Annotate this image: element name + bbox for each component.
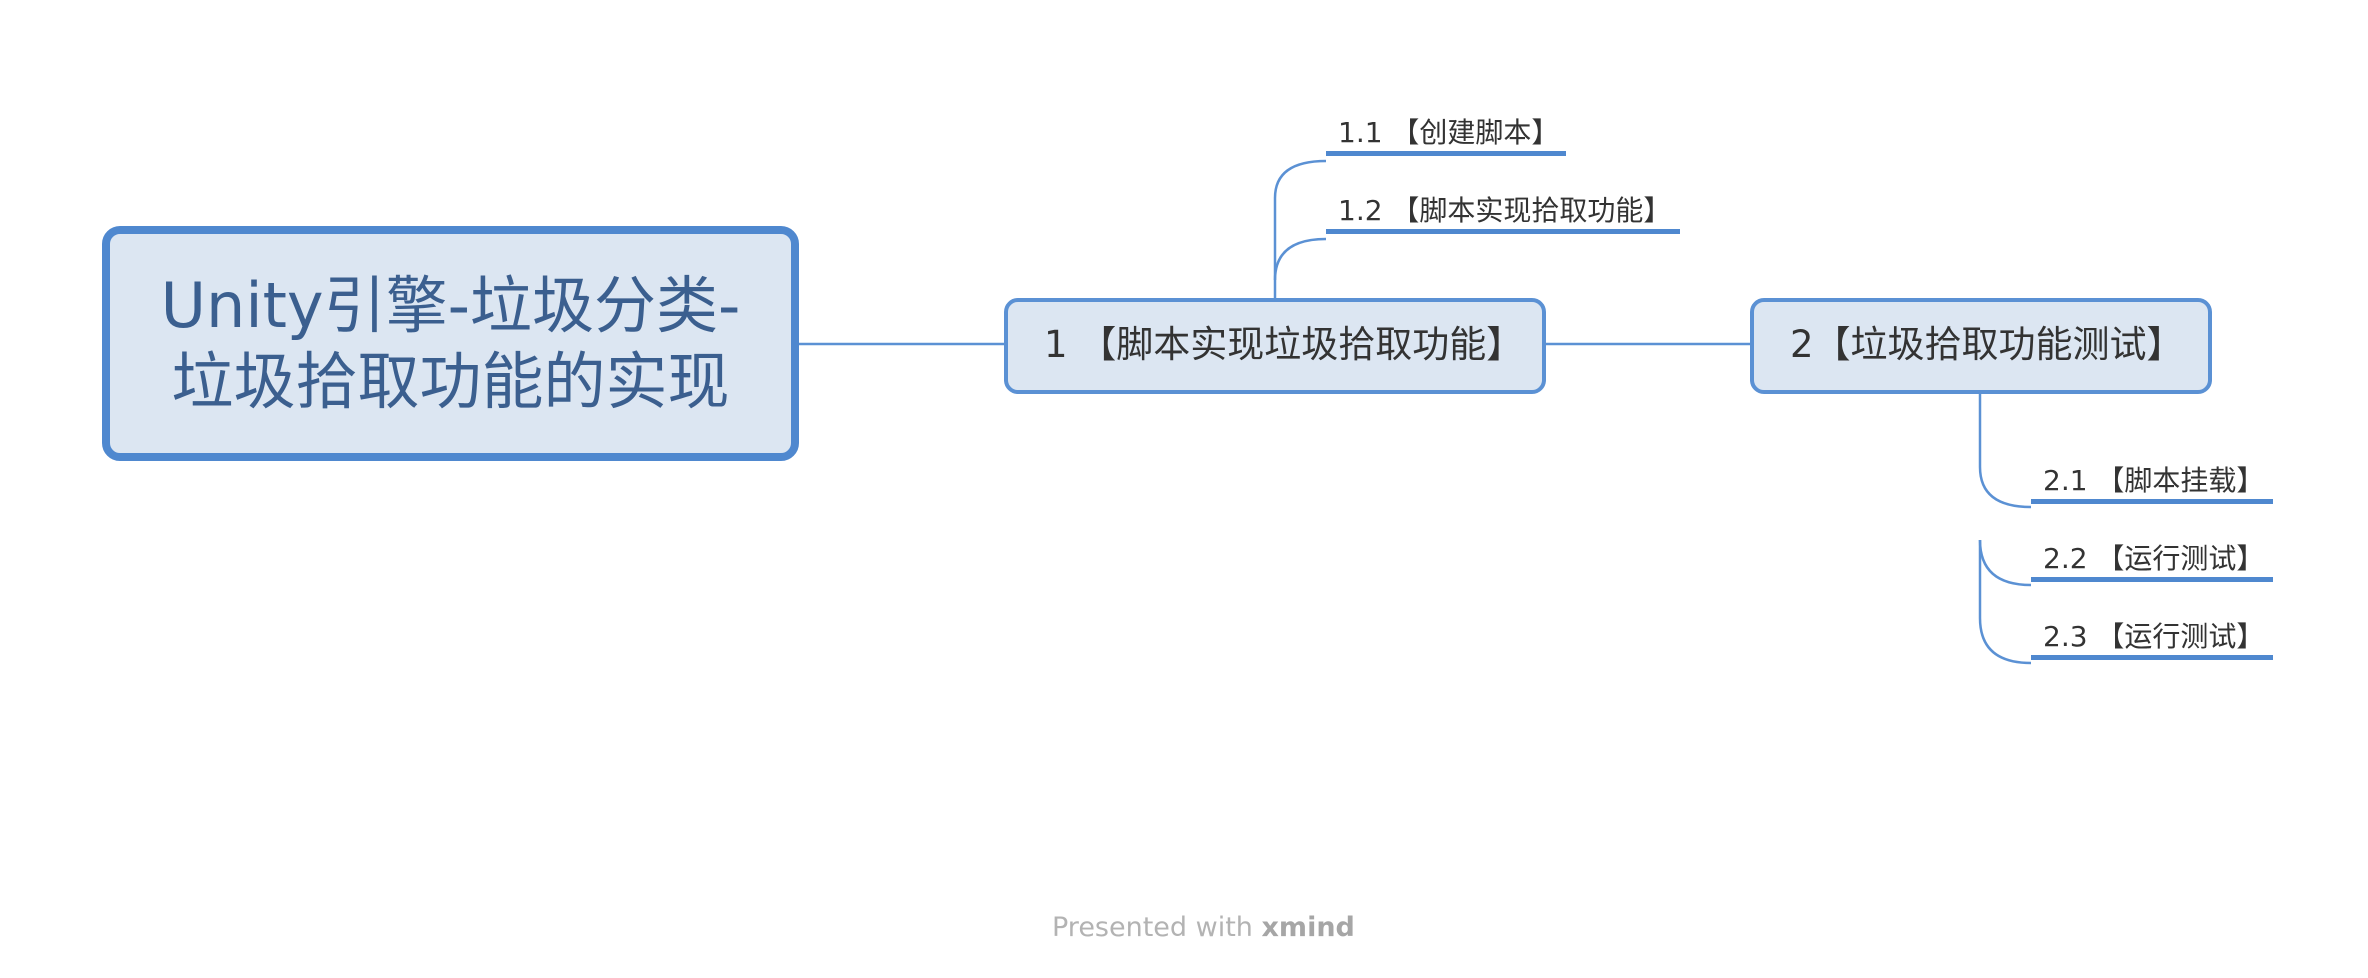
xmind-logo: xmind [1261, 912, 1355, 943]
connector-topic-2-to-sub-2-2 [1978, 539, 2032, 587]
connector-topic-2-to-sub-2-1 [1978, 394, 2032, 509]
main-topic-1-label: 1 【脚本实现垃圾拾取功能】 [1044, 323, 1524, 366]
subtopic-1-2[interactable]: 1.2 【脚本实现拾取功能】 [1326, 192, 1680, 234]
subtopic-1-1-underline [1326, 151, 1566, 156]
main-topic-2[interactable]: 2【垃圾拾取功能测试】 [1750, 298, 2212, 394]
connector-topic-2-to-sub-2-3 [1978, 540, 2032, 665]
subtopic-2-2-label: 2.2 【运行测试】 [2043, 542, 2265, 575]
connector-topic-1-to-sub-1-1 [1273, 159, 1327, 298]
subtopic-2-1[interactable]: 2.1 【脚本挂载】 [2031, 462, 2273, 504]
subtopic-2-3-label: 2.3 【运行测试】 [2043, 620, 2265, 653]
subtopic-2-2-underline [2031, 577, 2273, 582]
subtopic-1-2-label: 1.2 【脚本实现拾取功能】 [1338, 194, 1672, 227]
main-topic-2-label: 2【垃圾拾取功能测试】 [1790, 323, 2184, 366]
connector-topic-1-to-sub-1-2 [1273, 237, 1327, 281]
subtopic-1-2-underline [1326, 229, 1680, 234]
subtopic-1-1-label: 1.1 【创建脚本】 [1338, 116, 1560, 149]
footer-credit: Presented with xmind [1052, 912, 1355, 943]
subtopic-2-2[interactable]: 2.2 【运行测试】 [2031, 540, 2273, 582]
subtopic-1-1[interactable]: 1.1 【创建脚本】 [1326, 114, 1566, 156]
footer-prefix: Presented with [1052, 912, 1253, 943]
central-topic[interactable]: Unity引擎-垃圾分类-垃圾拾取功能的实现 [102, 226, 799, 461]
central-topic-label: Unity引擎-垃圾分类-垃圾拾取功能的实现 [160, 268, 741, 418]
main-topic-1[interactable]: 1 【脚本实现垃圾拾取功能】 [1004, 298, 1546, 394]
subtopic-2-3-underline [2031, 655, 2273, 660]
subtopic-2-1-underline [2031, 499, 2273, 504]
subtopic-2-3[interactable]: 2.3 【运行测试】 [2031, 618, 2273, 660]
subtopic-2-1-label: 2.1 【脚本挂载】 [2043, 464, 2265, 497]
